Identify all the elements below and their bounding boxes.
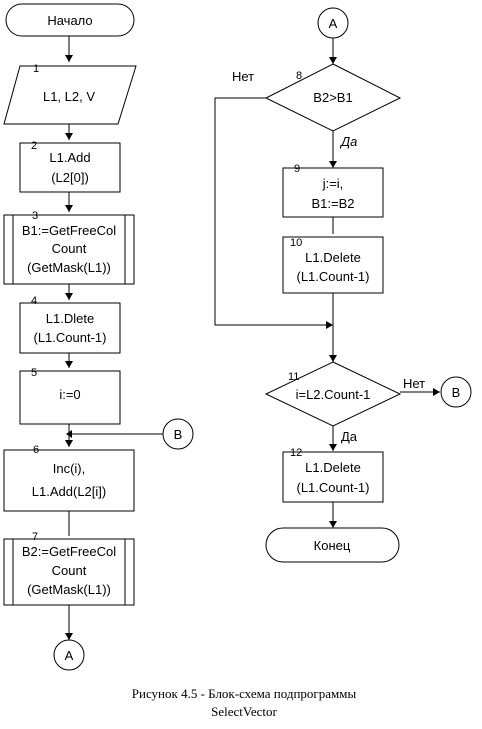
figure-caption: Рисунок 4.5 - Блок-схема подпрограммы Se… <box>132 686 357 719</box>
start-label: Начало <box>47 13 92 28</box>
block-8-decision: 8 B2>B1 Нет Да <box>232 63 402 149</box>
connector-b-right: B <box>440 376 472 408</box>
block-8-yes-label: Да <box>339 134 357 149</box>
block-7-number: 7 <box>32 531 38 543</box>
block-12-process: 12 L1.Delete (L1.Count-1) <box>282 447 384 503</box>
connector-a-top: A <box>317 7 349 39</box>
block-1-text: L1, L2, V <box>43 89 95 104</box>
block-11-yes-label: Да <box>341 429 358 444</box>
block-6-line-1: Inc(i), <box>53 461 86 476</box>
block-6-process: 6 Inc(i), L1.Add(L2[i]) <box>3 444 135 512</box>
block-4-process: 4 L1.Dlete (L1.Count-1) <box>19 295 121 354</box>
block-3-predefined-process: 3 B1:=GetFreeCol Count (GetMask(L1)) <box>3 210 135 285</box>
block-7-line-1: B2:=GetFreeCol <box>22 544 116 559</box>
block-1-input: 1 L1, L2, V <box>3 63 137 125</box>
start-terminator: Начало <box>5 3 135 37</box>
block-11-condition: i=L2.Count-1 <box>296 387 371 402</box>
connector-b-left-label: B <box>174 427 183 442</box>
block-12-line-1: L1.Delete <box>305 460 361 475</box>
block-11-no-label: Нет <box>403 376 425 391</box>
block-3-line-2: Count <box>52 241 87 256</box>
block-9-process: 9 j:=i, B1:=B2 <box>282 163 384 218</box>
block-1-number: 1 <box>33 63 39 75</box>
block-7-line-3: (GetMask(L1)) <box>27 582 111 597</box>
caption-line-1: Рисунок 4.5 - Блок-схема подпрограммы <box>132 686 357 701</box>
block-5-number: 5 <box>31 367 37 379</box>
block-5-text: i:=0 <box>59 387 80 402</box>
block-3-number: 3 <box>32 210 38 222</box>
connector-b-right-label: B <box>452 385 461 400</box>
arrowheads-right <box>326 57 440 528</box>
block-12-line-2: (L1.Count-1) <box>297 480 370 495</box>
block-9-line-1: j:=i, <box>322 176 344 191</box>
connector-a-bottom: A <box>53 639 85 671</box>
block-11-number: 11 <box>288 371 299 383</box>
block-10-process: 10 L1.Delete (L1.Count-1) <box>282 236 384 294</box>
block-2-line-1: L1.Add <box>49 150 90 165</box>
block-10-line-2: (L1.Count-1) <box>297 269 370 284</box>
block-2-number: 2 <box>31 140 37 152</box>
connector-b-left: B <box>162 418 194 450</box>
connector-a-top-label: A <box>329 16 338 31</box>
block-3-line-1: B1:=GetFreeCol <box>22 223 116 238</box>
block-9-line-2: B1:=B2 <box>311 196 354 211</box>
block-4-line-1: L1.Dlete <box>46 311 94 326</box>
block-6-line-2: L1.Add(L2[i]) <box>32 484 106 499</box>
arrowheads-left <box>65 55 73 640</box>
block-2-line-2: (L2[0]) <box>51 170 89 185</box>
connector-a-bottom-label: A <box>65 648 74 663</box>
block-8-number: 8 <box>296 70 302 82</box>
block-10-line-1: L1.Delete <box>305 250 361 265</box>
end-label: Конец <box>314 538 351 553</box>
block-7-predefined-process: 7 B2:=GetFreeCol Count (GetMask(L1)) <box>3 531 135 606</box>
block-3-line-3: (GetMask(L1)) <box>27 260 111 275</box>
caption-line-2: SelectVector <box>211 704 277 719</box>
block-4-line-2: (L1.Count-1) <box>34 330 107 345</box>
block-11-decision: 11 i=L2.Count-1 Нет Да <box>264 361 425 444</box>
block-12-number: 12 <box>290 447 302 459</box>
block-8-no-label: Нет <box>232 69 254 84</box>
end-terminator: Конец <box>265 527 400 563</box>
block-7-line-2: Count <box>52 563 87 578</box>
block-10-number: 10 <box>290 237 302 249</box>
block-8-condition: B2>B1 <box>313 90 352 105</box>
block-4-number: 4 <box>31 295 37 307</box>
block-2-process: 2 L1.Add (L2[0]) <box>19 140 121 193</box>
block-5-process: 5 i:=0 <box>19 367 121 425</box>
block-6-number: 6 <box>33 444 39 456</box>
block-9-number: 9 <box>294 163 300 175</box>
